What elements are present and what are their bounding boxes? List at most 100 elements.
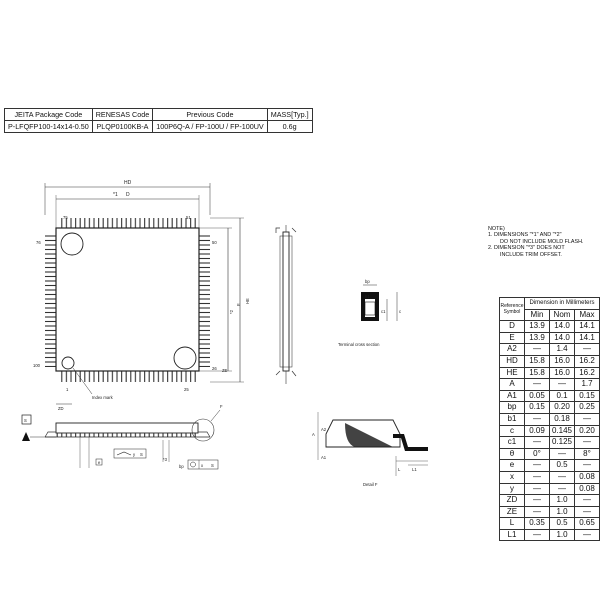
dimension-value-cell: 13.9 [524,331,550,345]
dimension-value-cell: 0.20 [574,424,600,438]
a-label: A [312,432,315,437]
pin-51-label: 51 [186,215,191,220]
detail-f-caption: Detail F [363,482,378,487]
dimension-value-cell: 0.20 [549,401,575,414]
dimension-value-cell: 1.7 [574,378,600,391]
dimension-value-cell: 1.0 [549,528,575,542]
dimension-value-cell: 13.9 [524,320,550,333]
side-view-bottom: S F e y S *3 bp x S [21,404,223,470]
dimension-value-cell: 0.05 [524,389,550,403]
dimension-table-header: Reference Symbol Dimension in Millimeter… [499,296,600,322]
note-2-line-1: 2. DIMENSION "*3" DOES NOT [488,245,565,252]
package-table-header-row: JEITA Package Code RENESAS Code Previous… [4,108,313,121]
s-position-label: S [211,463,214,468]
dimension-value-cell: — [549,378,575,391]
dimension-value-cell: — [524,505,550,519]
dimension-value-cell: 0.65 [574,517,600,530]
dimension-value-cell: — [524,482,550,496]
left-pins [45,233,56,367]
reference-symbol-header: Reference Symbol [499,296,525,322]
dimension-value-cell: — [524,412,550,426]
dimension-value-cell: — [549,482,575,496]
notes-block: NOTE) 1. DIMENSIONS "*1" AND "*2" DO NOT… [488,226,598,258]
e-pitch-label: e [98,460,101,465]
reference-symbol-cell: θ [499,447,525,461]
reference-symbol-cell: D [499,320,525,333]
dimension-value-cell: — [574,528,600,542]
reference-symbol-cell: c [499,424,525,438]
c1-label: c1 [381,309,386,314]
pin-50-label: 50 [212,240,217,245]
terminal-cross-section: bp b1 c1 c Terminal cross section [338,279,401,347]
reference-symbol-cell: ZD [499,494,525,507]
star1-label: *1 [113,192,118,198]
table-row: c1—0.125— [499,436,600,449]
index-mark-label: Index mark [92,395,114,400]
dimension-value-cell: 0.18 [549,412,575,426]
dimension-value-cell: 15.8 [524,366,550,380]
a2-label: A2 [321,427,327,432]
dimension-value-cell: 0.09 [524,424,550,438]
reference-symbol-cell: ZE [499,505,525,519]
column-min: Min [524,308,550,322]
side-view-right [275,225,297,384]
reference-symbol-cell: b1 [499,412,525,426]
dimension-value-cell: 14.1 [574,320,600,333]
dimension-value-cell: 14.1 [574,331,600,345]
x-tolerance-label: x [201,463,204,468]
a1-label: A1 [321,455,327,460]
detail-f-view: A A2 A1 L L1 Detail F [312,412,428,487]
y-tolerance-label: y [133,452,136,457]
dimension-value-cell: — [549,470,575,484]
table-row: b1—0.18— [499,412,600,426]
dimension-value-cell: 0.5 [549,517,575,530]
star2-label: *2 [229,309,234,314]
s-ref-label: S [140,452,143,457]
dimension-value-cell: 0.25 [574,401,600,414]
d-dimension: *1 D [55,192,200,228]
e-label: E [236,303,241,306]
note-1-line-2: DO NOT INCLUDE MOLD FLASH. [500,238,584,245]
dimension-value-cell: 0.15 [574,389,600,403]
dimension-value-cell: 15.8 [524,354,550,368]
top-left-mold-mark [60,232,84,256]
package-body [55,227,200,372]
dimension-value-cell: 1.0 [549,494,575,507]
reference-symbol-cell: L1 [499,528,525,542]
reference-symbol-cell: HD [499,354,525,368]
table-row: A——1.7 [499,378,600,391]
pin-100-label: 100 [33,363,41,368]
dimension-value-cell: 0.08 [574,482,600,496]
bottom-right-mold-mark [173,346,197,370]
dimension-table: Reference Symbol Dimension in Millimeter… [499,296,600,542]
package-table-cell: 0.6g [266,120,313,133]
d-label: D [126,192,130,198]
dimension-value-cell: 1.0 [549,505,575,519]
table-row: ZD—1.0— [499,494,600,507]
dimension-value-cell: 0.1 [549,389,575,403]
package-table-cell: P-LFQFP100-14x14-0.50 [4,120,93,133]
terminal-cross-section-caption: Terminal cross section [338,342,380,347]
dimension-value-cell: — [574,412,600,426]
package-table-row: P-LFQFP100-14x14-0.50 PLQP0100KB-A 100P6… [4,120,313,133]
f-detail-label: F [220,404,223,409]
dimension-value-cell: 16.2 [574,366,600,380]
table-row: y——0.08 [499,482,600,496]
reference-symbol-cell: A2 [499,343,525,356]
dimension-millimeters-header: Dimension in Millimeters [524,297,600,310]
reference-symbol-cell: L [499,517,525,530]
package-table-cell: PLQP0100KB-A [91,120,154,133]
column-nom: Nom [549,308,575,322]
l-label: L [398,467,401,472]
dimension-value-cell: 16.0 [549,366,575,380]
